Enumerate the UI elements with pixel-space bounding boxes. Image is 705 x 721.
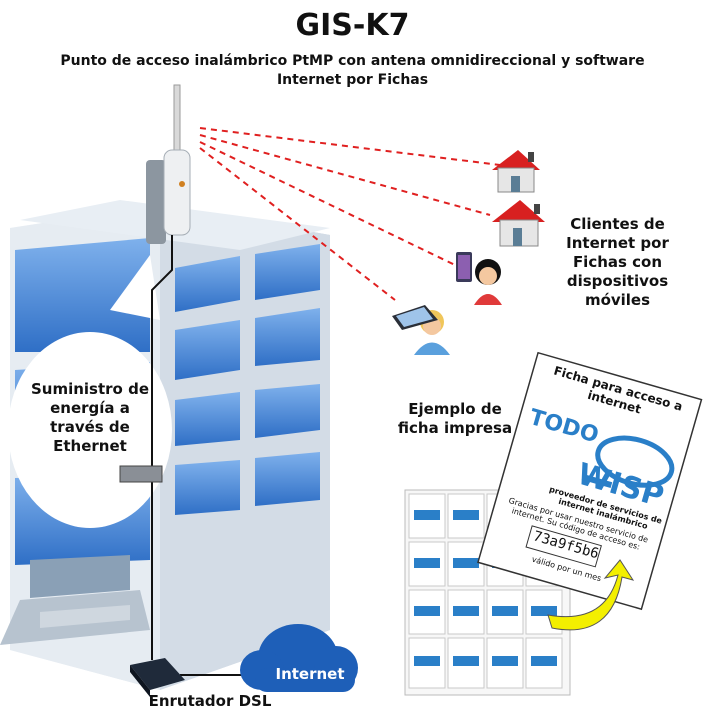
page-subtitle: Punto de acceso inalámbrico PtMP con ant…: [60, 53, 645, 88]
house-icon: [492, 200, 545, 247]
router-icon: [130, 658, 185, 697]
page-title: GIS-K7: [295, 8, 410, 43]
example-label: Ejemplo de ficha impresa: [397, 400, 513, 437]
access-point-antenna: [146, 84, 191, 244]
wireless-links: [199, 127, 501, 301]
phone-user-icon: [456, 252, 502, 305]
tablet-user-icon: [392, 305, 450, 355]
power-label: Suministro de energía a través de Ethern…: [30, 380, 149, 455]
cloud-icon: [240, 624, 358, 692]
router-label: Enrutador DSL: [148, 692, 272, 710]
house-icon: [492, 150, 540, 193]
poe-injector: [119, 465, 163, 483]
voucher-card: [477, 351, 703, 611]
clients-label: Clientes de Internet por Fichas con disp…: [566, 215, 669, 309]
voucher-brand-top: TODO: [526, 404, 602, 449]
curved-arrow: [547, 559, 635, 631]
cloud-label: Internet: [275, 665, 345, 683]
